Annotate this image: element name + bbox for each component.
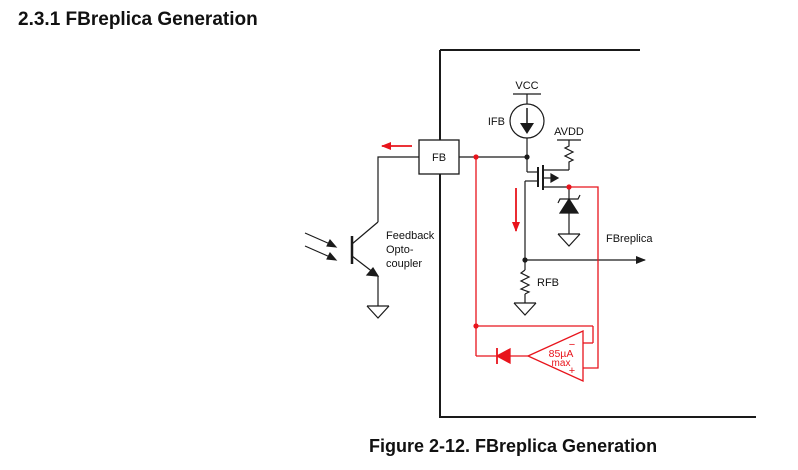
figure-caption: Figure 2-12. FBreplica Generation [369,436,658,456]
clamp-loop [475,157,599,369]
pmos-transistor [537,165,569,190]
fb-label: FB [432,152,446,164]
avdd-resistor [563,140,575,170]
zener-diode [557,187,581,234]
rfb-label: RFB [537,277,559,289]
optocoupler-transistor [350,221,380,306]
amp-current-label: 85µA [549,348,574,360]
avdd-rail: AVDD [554,126,584,141]
feedback-label-line3: coupler [386,258,422,270]
avdd-label: AVDD [554,126,584,138]
vcc-label: VCC [515,80,538,92]
feedback-label-line2: Opto- [386,244,414,256]
fbreplica-label: FBreplica [606,233,653,245]
fb-pin: FB [418,139,460,175]
internal-wiring [459,138,646,303]
clamp-amplifier: 85µA max − + [526,329,584,383]
clamp-diode [495,347,511,365]
junction-dots [473,154,572,329]
rfb-resistor [519,269,531,295]
vcc-rail: VCC [513,80,541,104]
fb-external-wire [377,156,419,222]
amp-plus-sign: + [569,365,575,377]
ground-symbol-opto [366,305,390,319]
amp-minus-sign: − [569,339,575,351]
feedback-label-line1: Feedback [386,230,435,242]
light-arrows-icon [304,232,338,261]
ground-symbol-rfb [513,302,537,316]
ground-symbol-zener [557,233,581,247]
section-title: 2.3.1 FBreplica Generation [18,9,258,30]
ifb-current-source: IFB [488,103,545,139]
ifb-label: IFB [488,116,505,128]
amp-max-label: max [552,358,571,369]
